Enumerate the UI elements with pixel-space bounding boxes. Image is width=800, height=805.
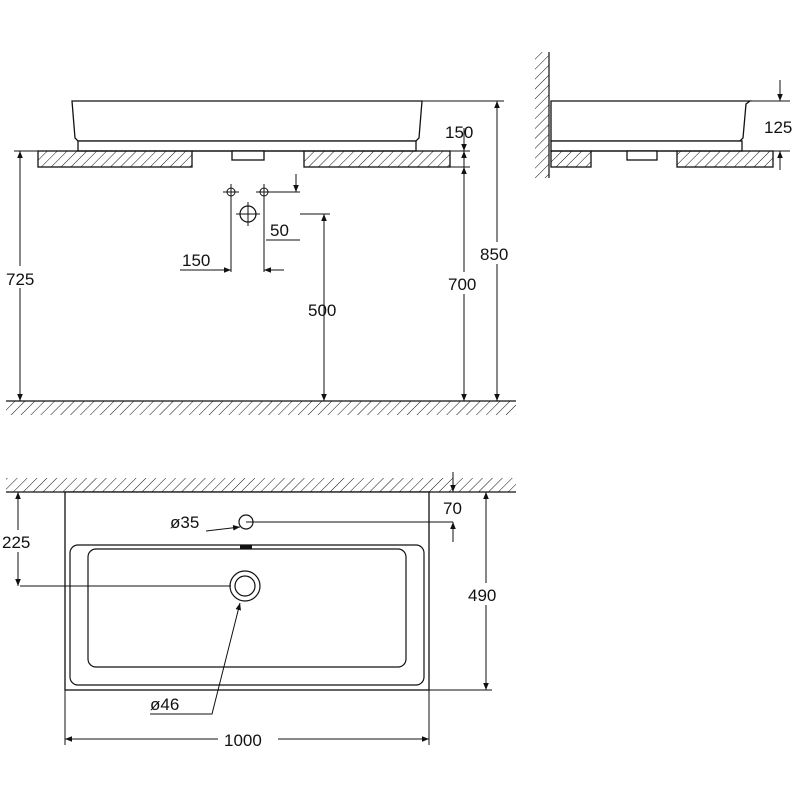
side-elevation-view: 125 — [535, 52, 792, 178]
waste-inner-icon — [234, 575, 256, 597]
top-plan-view: ø35 70 ø46 225 490 1000 — [0, 472, 516, 750]
basin-rim — [77, 140, 417, 152]
dim-total-height: 850 — [480, 245, 508, 264]
dim-tap-hole: ø35 — [170, 513, 199, 532]
side-counter-left — [550, 150, 592, 168]
dim-wall-distance: 225 — [2, 533, 30, 552]
dim-mount-height: 725 — [6, 270, 34, 289]
basin-top-outline — [64, 491, 430, 691]
water-connections — [223, 184, 272, 226]
side-counter-right — [676, 150, 774, 168]
dim-tap-offset: 50 — [270, 221, 289, 240]
counter-right-hatch — [303, 150, 451, 168]
dim-drain-height: 500 — [308, 301, 336, 320]
dim-side-basin-height: 125 — [764, 118, 792, 137]
drain-outlet — [231, 150, 265, 161]
counter-left-hatch — [37, 150, 193, 168]
top-wall-hatch — [6, 478, 516, 492]
dim-tap-hole-offset: 70 — [443, 499, 462, 518]
side-drain-outlet — [626, 150, 658, 161]
front-elevation-view: 150 50 500 725 150 700 850 — [4, 100, 516, 415]
overflow-slot — [240, 545, 252, 549]
basin-front-outline — [71, 100, 423, 142]
dim-width: 1000 — [224, 731, 262, 750]
dim-waste: ø46 — [150, 695, 179, 714]
dim-basin-height: 150 — [445, 123, 473, 142]
basin-side-rim — [550, 140, 743, 152]
basin-side-outline — [550, 100, 752, 142]
wall-hatch — [535, 52, 549, 178]
floor-hatch — [6, 401, 516, 415]
dim-bracket-height: 700 — [448, 275, 476, 294]
dim-depth: 490 — [468, 586, 496, 605]
dim-tap-spacing: 150 — [182, 251, 210, 270]
